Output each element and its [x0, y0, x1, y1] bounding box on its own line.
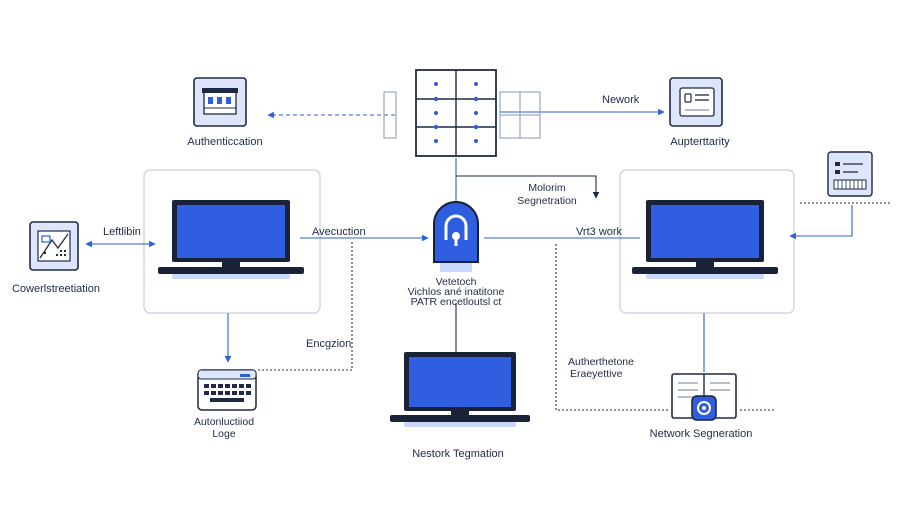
label-center-1: Vetetoch [435, 276, 477, 288]
building-icon [193, 77, 247, 127]
label-bottom-left-2: Loge [212, 428, 236, 440]
label-auth-top-right: Aupterttarity [670, 136, 730, 148]
device-card-icon [669, 77, 723, 127]
link-encryption [258, 242, 353, 371]
keyboard-icon [197, 369, 257, 411]
label-vrt3work: Vrt3 work [576, 226, 623, 238]
label-molorim: Molorim [528, 182, 566, 194]
link-molorim [456, 175, 600, 199]
label-segnetration: Segnetration [517, 195, 577, 207]
link-card-to-right [789, 205, 853, 240]
keyboard-card-icon [827, 151, 873, 197]
label-bottom-right: Network Segneration [649, 428, 753, 440]
right-zone-box [619, 169, 795, 314]
label-avecuction: Avecuction [312, 226, 366, 238]
label-right-mid-1: Autherthetone [568, 356, 634, 368]
label-bottom-center: Nestork Tegmation [412, 448, 504, 460]
label-left-link: Leftlibin [103, 226, 141, 238]
label-right-mid-2: Eraeyettive [570, 368, 623, 380]
laptop-icon-right [632, 200, 778, 279]
blueprint-icon [29, 221, 79, 271]
label-left-device: Cowerlstreetiation [11, 283, 101, 295]
lock-icon [433, 201, 479, 272]
connection-lines [85, 108, 890, 411]
label-center-3: PATR encetloutsl ct [410, 296, 502, 308]
link-right-bottom [555, 244, 670, 411]
label-center-2: Vichlos ané inatitone [407, 286, 505, 298]
server-rack-icon [383, 69, 541, 157]
laptop-icon-bottom [390, 352, 530, 427]
laptop-icon-left [158, 200, 304, 279]
label-bottom-left-1: Autonluctiiod [193, 416, 255, 428]
shield-book-icon [671, 373, 737, 421]
label-encryption: Encgzion [306, 338, 352, 350]
label-network-top: Nework [602, 94, 640, 106]
label-auth-top-left: Authenticcation [187, 136, 263, 148]
